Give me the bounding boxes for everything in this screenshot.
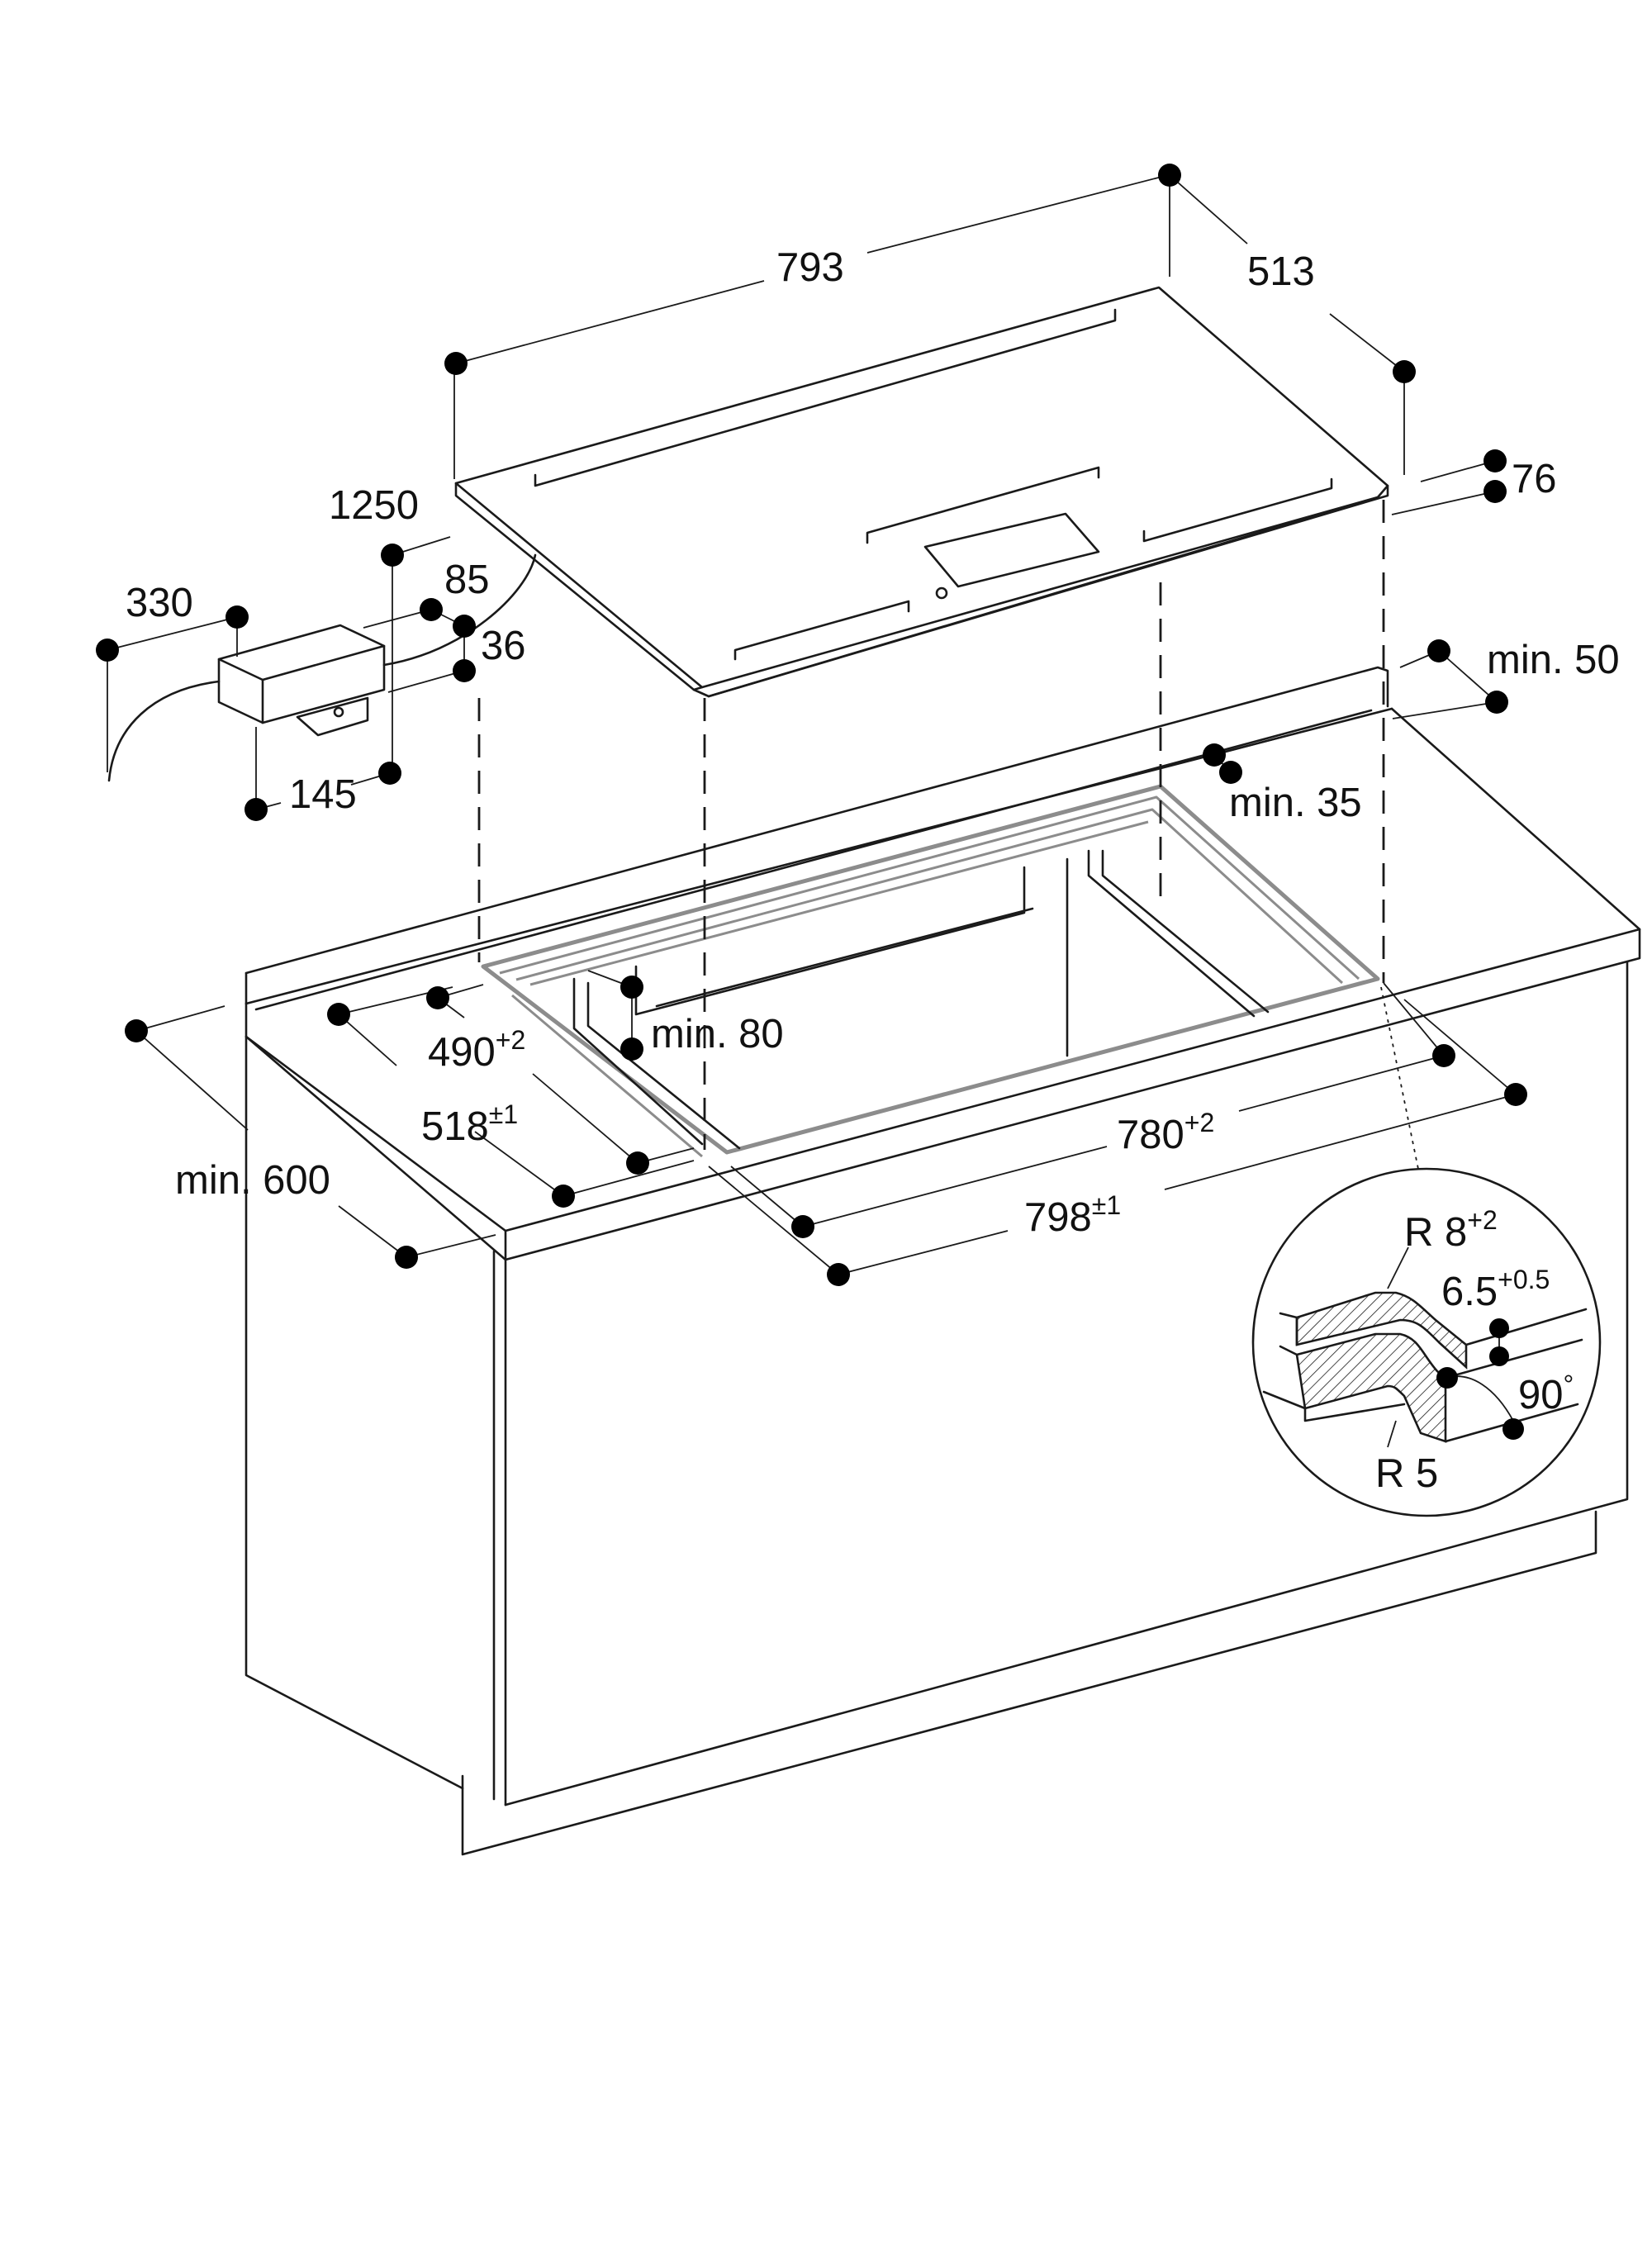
label-min-35: min. 35	[1229, 781, 1362, 825]
edge-detail	[1251, 1167, 1602, 1517]
dimension-dots	[96, 164, 1527, 1286]
label-76: 76	[1512, 457, 1557, 501]
cutout	[481, 784, 1380, 1158]
label-6-5: 6.5+0.5	[1441, 1265, 1550, 1314]
cabinet	[244, 666, 1641, 1856]
label-r5: R 5	[1375, 1451, 1438, 1496]
projection-lines	[477, 500, 1385, 1150]
label-513: 513	[1247, 249, 1315, 294]
label-518: 518±1	[421, 1099, 518, 1149]
label-780: 780+2	[1117, 1108, 1214, 1157]
label-1250: 1250	[329, 483, 419, 528]
label-145: 145	[289, 772, 357, 817]
label-798: 798±1	[1024, 1190, 1121, 1240]
label-793: 793	[776, 245, 844, 290]
cooktop	[454, 286, 1389, 698]
label-36: 36	[481, 624, 526, 668]
label-490: 490+2	[428, 1025, 525, 1075]
label-min-50: min. 50	[1487, 638, 1620, 682]
dimension-lines	[107, 174, 1517, 1275]
label-85: 85	[444, 558, 490, 602]
junction-box	[107, 553, 537, 782]
label-min-80: min. 80	[651, 1012, 784, 1056]
label-330: 330	[126, 581, 193, 625]
label-min-600: min. 600	[175, 1158, 330, 1203]
label-90-degrees: 90°	[1518, 1370, 1574, 1417]
label-r8: R 8+2	[1404, 1205, 1498, 1255]
dimension-labels: 793 513 76 1250 85 330 36 145 min. 50 mi…	[126, 245, 1620, 1496]
